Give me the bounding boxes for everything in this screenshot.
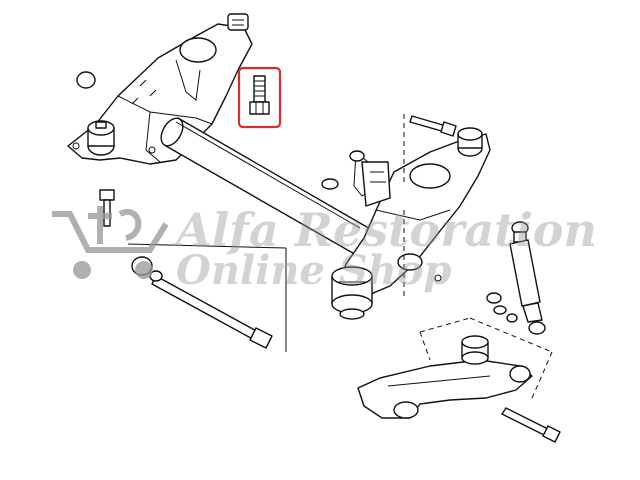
lower-control-arm <box>357 335 533 419</box>
watermark-line2: Online Shop <box>176 247 451 294</box>
shock-absorber <box>509 221 546 335</box>
highlighted-bolt <box>237 66 282 129</box>
watermark: Alfa Restoration Online Shop <box>52 203 597 294</box>
loose-hardware <box>76 71 561 443</box>
shopping-cart-cross-serpent-logo <box>52 206 169 279</box>
highlight-box <box>237 66 282 129</box>
watermark-line1: Alfa Restoration <box>172 203 597 257</box>
left-bracket <box>67 13 253 165</box>
